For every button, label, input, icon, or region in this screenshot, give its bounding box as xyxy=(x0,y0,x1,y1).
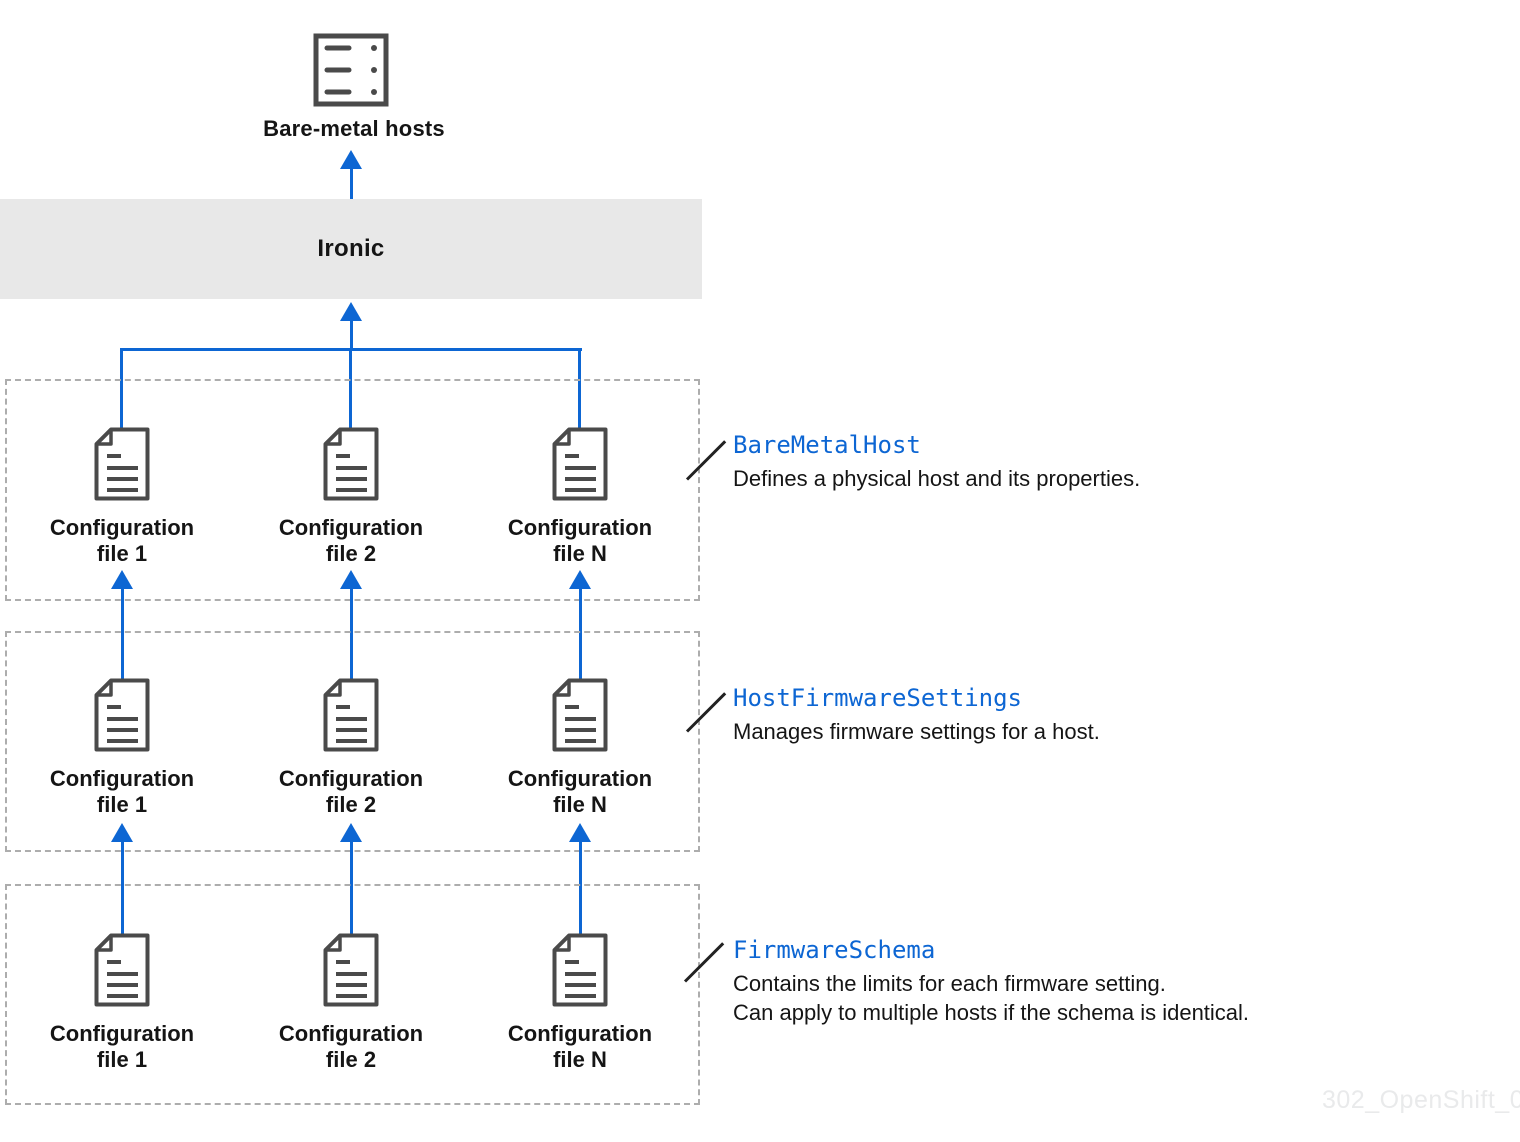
arrow-schema-to-firmware xyxy=(111,823,133,934)
config-file-label: Configuration file N xyxy=(475,1021,685,1073)
config-file-label: Configuration file 2 xyxy=(246,766,456,818)
document-icon xyxy=(552,678,608,752)
config-file-label-line2: file 1 xyxy=(96,1047,148,1072)
arrow-head-icon xyxy=(340,150,362,169)
arrow-configs-to-ironic xyxy=(340,302,362,349)
arrow-stem xyxy=(120,842,124,934)
annotation-description-line1: Contains the limits for each firmware se… xyxy=(733,971,1166,996)
config-file-label-line2: file 1 xyxy=(96,541,148,566)
config-file-label-line1: Configuration xyxy=(49,1021,195,1046)
arrow-ironic-to-hosts xyxy=(340,150,362,199)
branch-connector-center xyxy=(349,348,352,428)
arrow-firmware-to-host xyxy=(111,570,133,679)
config-file-label: Configuration file N xyxy=(475,515,685,567)
document-icon xyxy=(552,933,608,1007)
document-icon xyxy=(323,427,379,501)
annotation-title-hostfirmwaresettings: HostFirmwareSettings xyxy=(733,684,1022,712)
arrow-stem xyxy=(349,842,353,934)
arrow-schema-to-firmware xyxy=(340,823,362,934)
annotation-title-firmwareschema: FirmwareSchema xyxy=(733,936,936,964)
config-file-label-line2: file 1 xyxy=(96,792,148,817)
document-icon xyxy=(323,678,379,752)
config-file-label: Configuration file 1 xyxy=(17,515,227,567)
config-file-label-line1: Configuration xyxy=(278,766,424,791)
branch-connector-left xyxy=(120,348,123,428)
config-file-label: Configuration file 2 xyxy=(246,515,456,567)
group-box-baremetalhost xyxy=(5,379,700,601)
group-box-firmwareschema xyxy=(5,884,700,1105)
ironic-bar: Ironic xyxy=(0,199,702,299)
arrow-head-icon xyxy=(340,823,362,842)
config-file-label: Configuration file N xyxy=(475,766,685,818)
config-file-label-line1: Configuration xyxy=(278,515,424,540)
config-file-label: Configuration file 2 xyxy=(246,1021,456,1073)
arrow-stem xyxy=(349,169,353,199)
config-file-label-line1: Configuration xyxy=(49,766,195,791)
config-file-label-line2: file N xyxy=(553,1047,607,1072)
arrow-firmware-to-host xyxy=(340,570,362,679)
annotation-title-baremetalhost: BareMetalHost xyxy=(733,431,921,459)
config-file-label-line1: Configuration xyxy=(278,1021,424,1046)
config-file-label: Configuration file 1 xyxy=(17,1021,227,1073)
arrow-head-icon xyxy=(111,823,133,842)
arrow-head-icon xyxy=(340,570,362,589)
annotation-description: Contains the limits for each firmware se… xyxy=(733,969,1249,1027)
config-file-label: Configuration file 1 xyxy=(17,766,227,818)
document-icon xyxy=(94,427,150,501)
group-box-hostfirmwaresettings xyxy=(5,631,700,852)
arrow-stem xyxy=(120,589,124,679)
arrow-head-icon xyxy=(340,302,362,321)
bare-metal-hosts-label: Bare-metal hosts xyxy=(263,116,445,141)
arrow-firmware-to-host xyxy=(569,570,591,679)
arrow-stem xyxy=(578,842,582,934)
arrow-head-icon xyxy=(111,570,133,589)
document-icon xyxy=(94,678,150,752)
config-file-label-line1: Configuration xyxy=(507,515,653,540)
arrow-schema-to-firmware xyxy=(569,823,591,934)
config-file-label-line2: file N xyxy=(553,541,607,566)
arrow-head-icon xyxy=(569,570,591,589)
config-file-label-line2: file N xyxy=(553,792,607,817)
arrow-stem xyxy=(578,589,582,679)
arrow-head-icon xyxy=(569,823,591,842)
document-icon xyxy=(323,933,379,1007)
arrow-stem xyxy=(349,321,353,349)
annotation-description: Manages firmware settings for a host. xyxy=(733,719,1100,744)
config-file-label-line2: file 2 xyxy=(325,1047,377,1072)
server-icon xyxy=(313,33,389,107)
annotation-description: Defines a physical host and its properti… xyxy=(733,466,1141,491)
document-icon xyxy=(552,427,608,501)
config-file-label-line1: Configuration xyxy=(507,1021,653,1046)
config-file-label-line2: file 2 xyxy=(325,792,377,817)
annotation-description-line2: Can apply to multiple hosts if the schem… xyxy=(733,1000,1250,1025)
ironic-label: Ironic xyxy=(317,235,385,262)
config-file-label-line2: file 2 xyxy=(325,541,377,566)
config-file-label-line1: Configuration xyxy=(507,766,653,791)
watermark: 302_OpenShift_0223 xyxy=(1322,1086,1520,1114)
arrow-stem xyxy=(349,589,353,679)
config-file-label-line1: Configuration xyxy=(49,515,195,540)
branch-connector-right xyxy=(578,348,581,428)
document-icon xyxy=(94,933,150,1007)
